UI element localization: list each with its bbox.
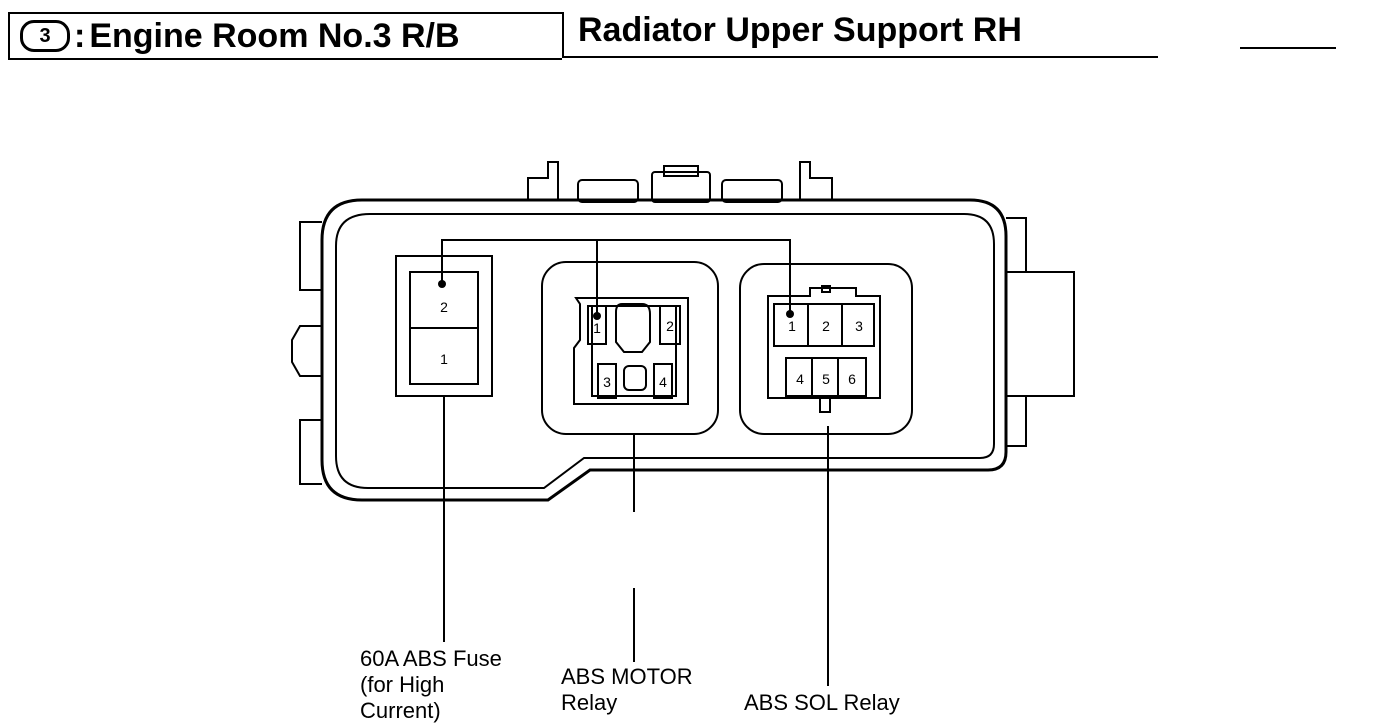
motor-terminal-1-label: 1: [593, 320, 601, 336]
top-tab-center-inner: [663, 165, 699, 177]
fuse-label-line-2: (for High: [360, 672, 445, 697]
fuse-label-line-3: Current): [360, 698, 441, 723]
top-tab-left: [527, 161, 559, 200]
motor-center-post: [623, 365, 647, 391]
diagram-header: 3 : Engine Room No.3 R/B Radiator Upper …: [8, 10, 1158, 60]
fuse-terminal-1-label: 1: [440, 351, 448, 367]
sol-upper-row: [773, 303, 875, 347]
fuse-label: 60A ABS Fuse (for High Current): [360, 646, 502, 724]
sol-label-line-1: ABS SOL Relay: [744, 690, 900, 715]
sol-terminal-1-dot: [786, 310, 794, 318]
header-right-cell: Radiator Upper Support RH: [562, 10, 1158, 58]
left-tab-bottom: [299, 419, 322, 485]
motor-terminal-3-slot: [597, 363, 617, 399]
sol-terminal-5-label: 5: [822, 371, 830, 387]
right-tab-bottom: [1006, 396, 1027, 447]
motor-relay-socket: [541, 261, 719, 435]
motor-terminal-4-slot: [653, 363, 673, 399]
fuse-terminal-2-label: 2: [440, 299, 448, 315]
motor-terminal-4-label: 4: [659, 374, 667, 390]
block-outer-outline: [320, 198, 1008, 502]
sol-terminal-2-label: 2: [822, 318, 830, 334]
relay-block-title: Engine Room No.3 R/B: [89, 16, 460, 55]
left-tab-mid: [291, 325, 322, 377]
fuse-label-line-1: 60A ABS Fuse: [360, 646, 502, 671]
top-tab-center: [651, 171, 711, 203]
motor-relay-body: [573, 297, 689, 405]
motor-terminal-1-dot: [593, 312, 601, 320]
header-left-cell: 3 : Engine Room No.3 R/B: [8, 12, 562, 60]
motor-label-line-1: ABS MOTOR: [561, 664, 693, 689]
top-tab-mid-left: [577, 179, 639, 203]
sol-relay-socket: [739, 263, 913, 435]
location-title: Radiator Upper Support RH: [578, 10, 1022, 49]
sol-terminal-3-label: 3: [855, 318, 863, 334]
motor-label-line-2: Relay: [561, 690, 618, 715]
right-tab-top: [1006, 217, 1027, 272]
motor-terminal-2-slot: [659, 305, 681, 345]
motor-relay-inner: [591, 305, 677, 397]
sol-terminal-1-label: 1: [788, 318, 796, 334]
sol-top-notch: [821, 285, 831, 293]
motor-terminal-2-label: 2: [666, 318, 674, 334]
sol-terminal-4-label: 4: [796, 371, 804, 387]
block-inner-outline: [335, 213, 995, 489]
sol-relay-label: ABS SOL Relay: [744, 690, 900, 716]
header-rule-extension: [1240, 47, 1336, 49]
common-wire: [441, 239, 791, 314]
header-separator: :: [74, 16, 86, 55]
sol-lower-row: [785, 357, 867, 397]
sol-relay-body: [767, 287, 881, 399]
fuse-terminal-2-dot: [438, 280, 446, 288]
circled-number: 3: [20, 20, 70, 52]
right-tab-big: [1006, 271, 1075, 397]
motor-terminal-3-label: 3: [603, 374, 611, 390]
left-tab-top: [299, 221, 322, 291]
top-tab-right: [799, 161, 833, 200]
motor-center-key: [615, 303, 651, 353]
motor-relay-label: ABS MOTOR Relay: [561, 664, 693, 716]
top-tab-mid-right: [721, 179, 783, 203]
sol-terminal-6-label: 6: [848, 371, 856, 387]
sol-bottom-latch: [819, 397, 831, 413]
